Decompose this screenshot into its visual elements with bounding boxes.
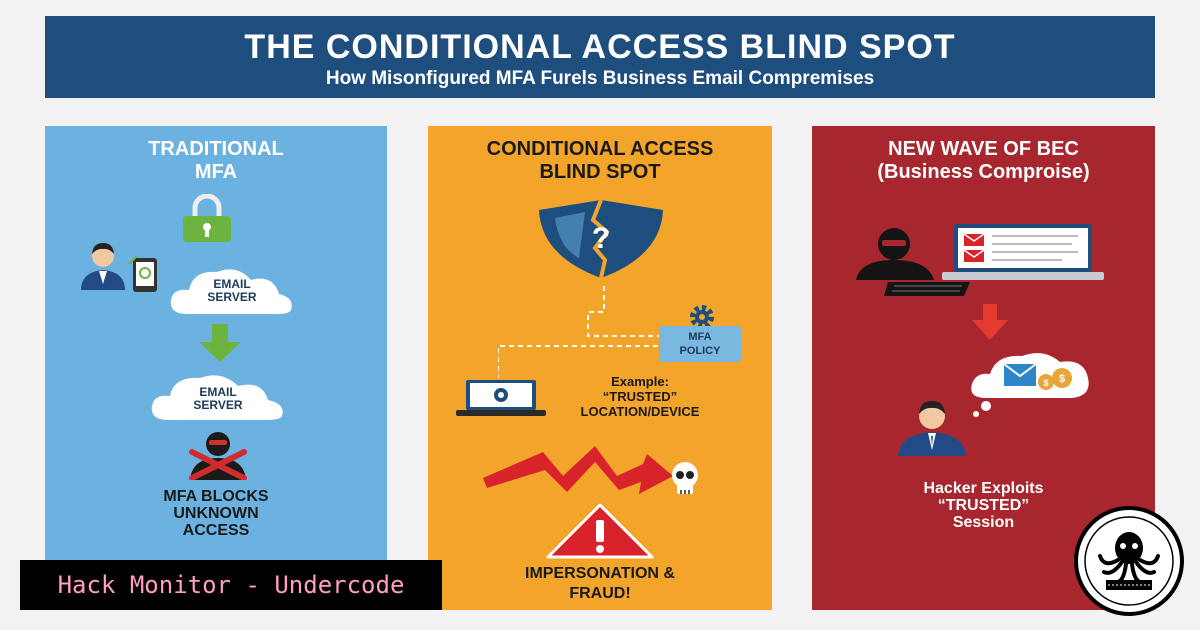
money-email-cloud-icon: $ $ (971, 353, 1089, 417)
email-server-cloud-icon (151, 375, 283, 420)
cloud-2-label: EMAIL SERVER (193, 385, 243, 412)
warning-icon (546, 503, 654, 559)
svg-text:$: $ (1059, 373, 1065, 385)
laptop-gear-icon (456, 380, 546, 416)
user-with-phone-icon (81, 243, 157, 292)
email-server-cloud-icon (170, 269, 292, 314)
downtrend-arrow-icon (483, 446, 673, 494)
panel-conditional-access: CONDITIONAL ACCESS BLIND SPOT ? MFA POLI… (428, 126, 772, 610)
blocked-hacker-icon (189, 432, 247, 480)
padlock-icon (183, 194, 231, 242)
cloud-1-label: EMAIL SERVER (207, 277, 257, 304)
broken-shield-icon: ? (539, 199, 663, 279)
panel-traditional-mfa: TRADITIONAL MFA EMAIL SERVER EMAIL SERVE… (45, 126, 387, 610)
panel-title: CONDITIONAL ACCESS BLIND SPOT (486, 138, 714, 183)
policy-connector-lines (498, 286, 694, 378)
arrow-down-icon (199, 324, 241, 362)
arrow-down-icon (972, 304, 1008, 340)
footer-brand-label: Hack Monitor - Undercode (20, 560, 442, 610)
panel-caption: MFA BLOCKS UNKNOWN ACCESS (163, 488, 269, 539)
panel-caption: IMPERSONATION & FRAUD! (525, 565, 675, 602)
example-text: Example: “TRUSTED” LOCATION/DEVICE (580, 374, 700, 419)
panel-caption: Hacker Exploits “TRUSTED” Session (923, 480, 1044, 531)
panel-title: TRADITIONAL MFA (148, 138, 284, 183)
panel-title: NEW WAVE OF BEC (Business Comproise) (877, 138, 1090, 183)
svg-text:$: $ (1043, 378, 1048, 388)
octopus-logo-icon (1084, 516, 1174, 606)
mfa-policy-box: MFA POLICY (659, 326, 741, 362)
svg-text:?: ? (592, 222, 610, 255)
page-title: THE CONDITIONAL ACCESS BLIND SPOT (244, 28, 956, 66)
laptop-email-icon (942, 224, 1104, 280)
header-banner: THE CONDITIONAL ACCESS BLIND SPOT How Mi… (45, 16, 1155, 98)
page-subtitle: How Misonfigured MFA Furels Business Ema… (325, 68, 875, 89)
hacker-icon (856, 228, 970, 296)
businessman-icon (898, 401, 966, 456)
octopus-logo-badge (1074, 506, 1184, 616)
skull-icon (672, 462, 698, 494)
